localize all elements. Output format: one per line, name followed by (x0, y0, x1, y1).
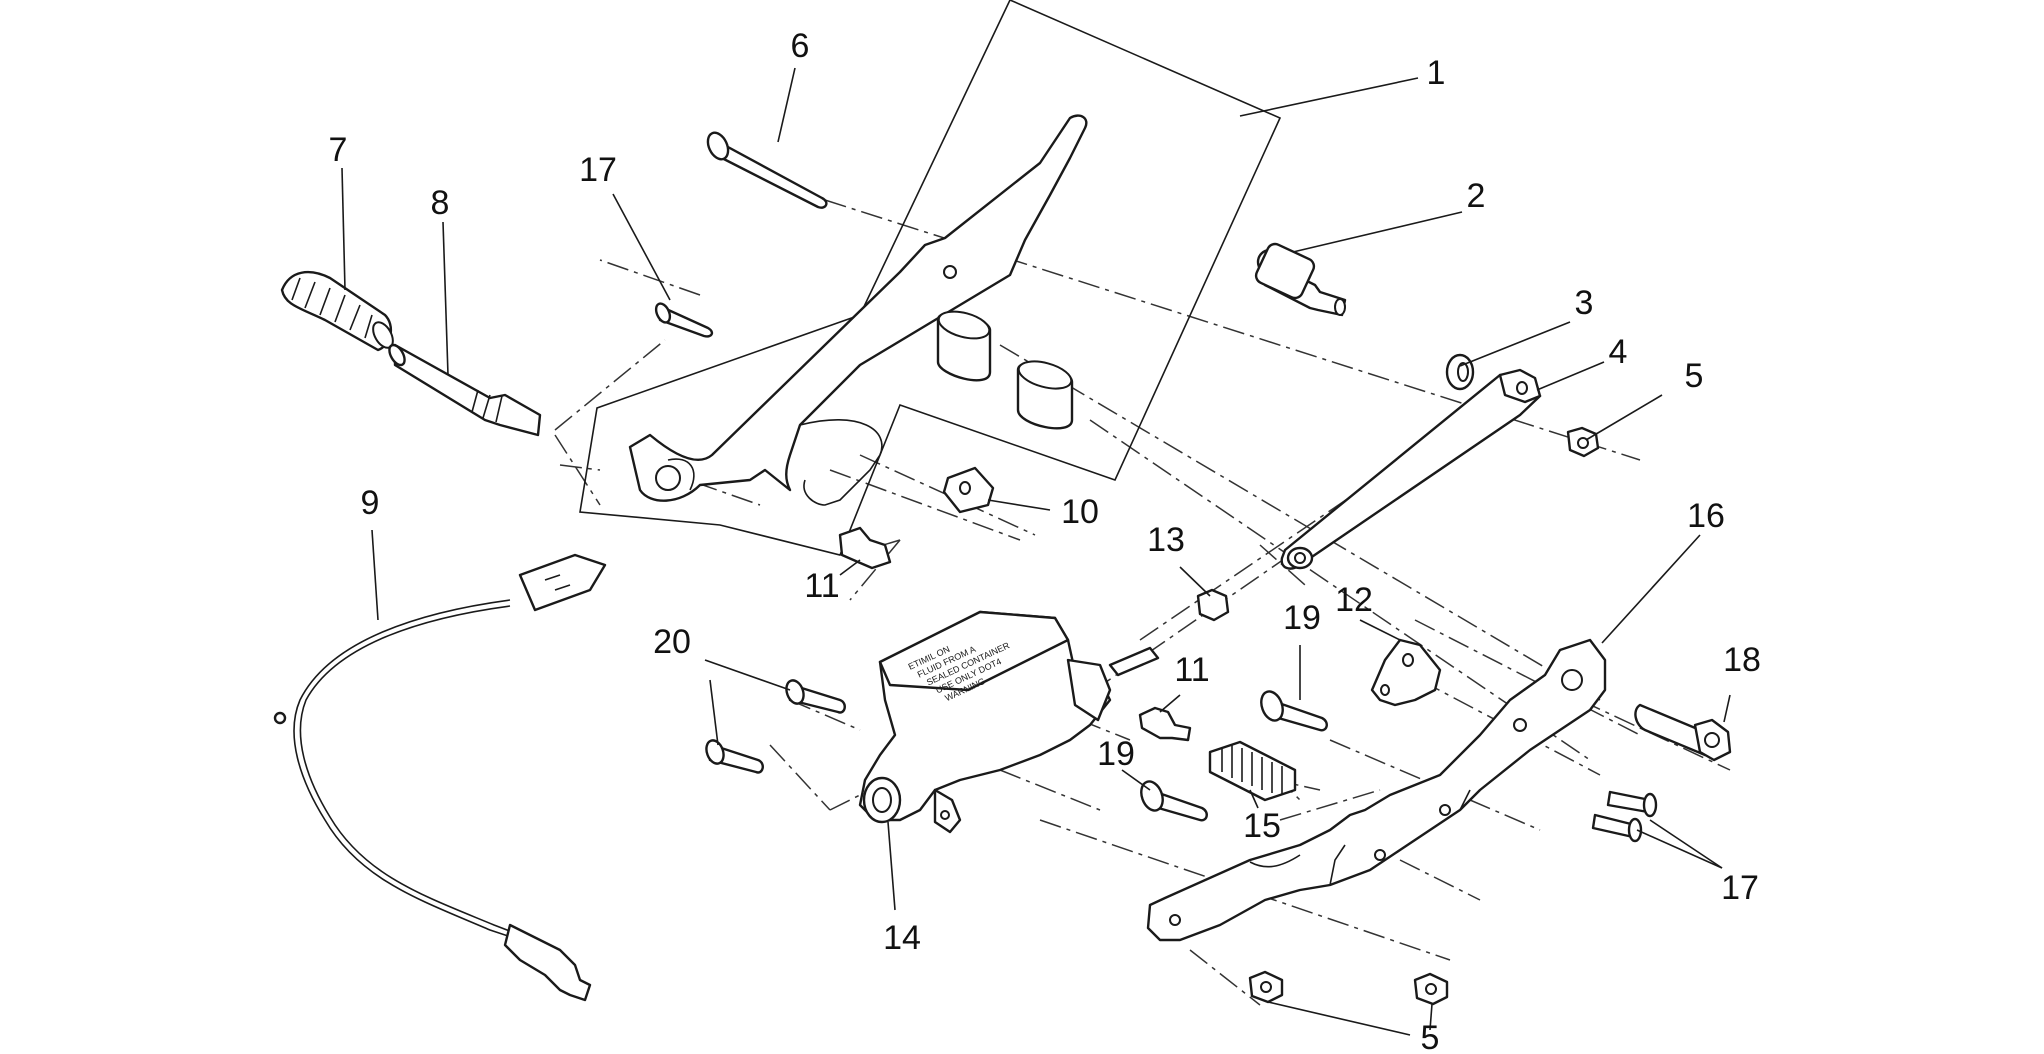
callout-1: 1 (1427, 54, 1446, 92)
callout-17: 17 (1721, 869, 1759, 907)
pins-19 (1140, 690, 1328, 822)
callout-5: 5 (1421, 1019, 1440, 1054)
adjuster-lower (1138, 706, 1192, 742)
callout-20: 20 (653, 623, 691, 661)
callout-5: 5 (1685, 357, 1704, 395)
callout-4: 4 (1609, 333, 1628, 371)
lever-bushings (936, 310, 1074, 430)
callout-14: 14 (883, 919, 921, 957)
washer (1445, 353, 1475, 391)
shift-peg (388, 343, 542, 437)
bracket (1370, 638, 1442, 707)
pivot-bolt (1634, 703, 1732, 762)
callout-11: 11 (1174, 651, 1209, 689)
bolts-17-right (1591, 790, 1658, 843)
leader-lines (341, 67, 1731, 1036)
master-cylinder: ETIMIL ON FLUID FROM A SEALED CONTAINER … (858, 610, 1160, 834)
callout-18: 18 (1723, 641, 1761, 679)
callout-13: 13 (1147, 521, 1185, 559)
small-pin-top (654, 302, 714, 338)
callout-19: 19 (1283, 599, 1321, 637)
nut-top (1566, 426, 1600, 458)
callout-10: 10 (1061, 493, 1099, 531)
callout-labels: 1 6 2 7 17 8 3 4 5 9 10 16 13 11 12 19 2… (329, 27, 1761, 1054)
nuts-bottom (1248, 970, 1449, 1006)
callout-7: 7 (329, 131, 348, 169)
callout-3: 3 (1575, 284, 1594, 322)
callout-16: 16 (1687, 497, 1725, 535)
callout-8: 8 (431, 184, 450, 222)
callout-11: 11 (804, 567, 839, 605)
callout-19: 19 (1097, 735, 1135, 773)
sensor-cable (273, 553, 607, 1002)
assembly-outline (579, 0, 1282, 556)
jam-nut (1196, 588, 1230, 622)
callout-2: 2 (1467, 177, 1486, 215)
brake-pedal (1146, 638, 1607, 942)
rubber-grip (280, 271, 394, 352)
callout-9: 9 (361, 484, 380, 522)
pins-20 (705, 679, 846, 774)
callout-6: 6 (791, 27, 810, 65)
callout-17: 17 (579, 151, 617, 189)
shift-lever (628, 114, 1088, 506)
spring (1208, 740, 1297, 802)
pivot-pin (706, 131, 828, 209)
callout-12: 12 (1335, 581, 1373, 619)
clevis (942, 466, 995, 514)
adjuster-upper (838, 526, 892, 570)
assembly-axes (554, 199, 1731, 1006)
callout-15: 15 (1243, 807, 1281, 845)
link-rod (1280, 368, 1542, 570)
spacer (1254, 242, 1347, 317)
